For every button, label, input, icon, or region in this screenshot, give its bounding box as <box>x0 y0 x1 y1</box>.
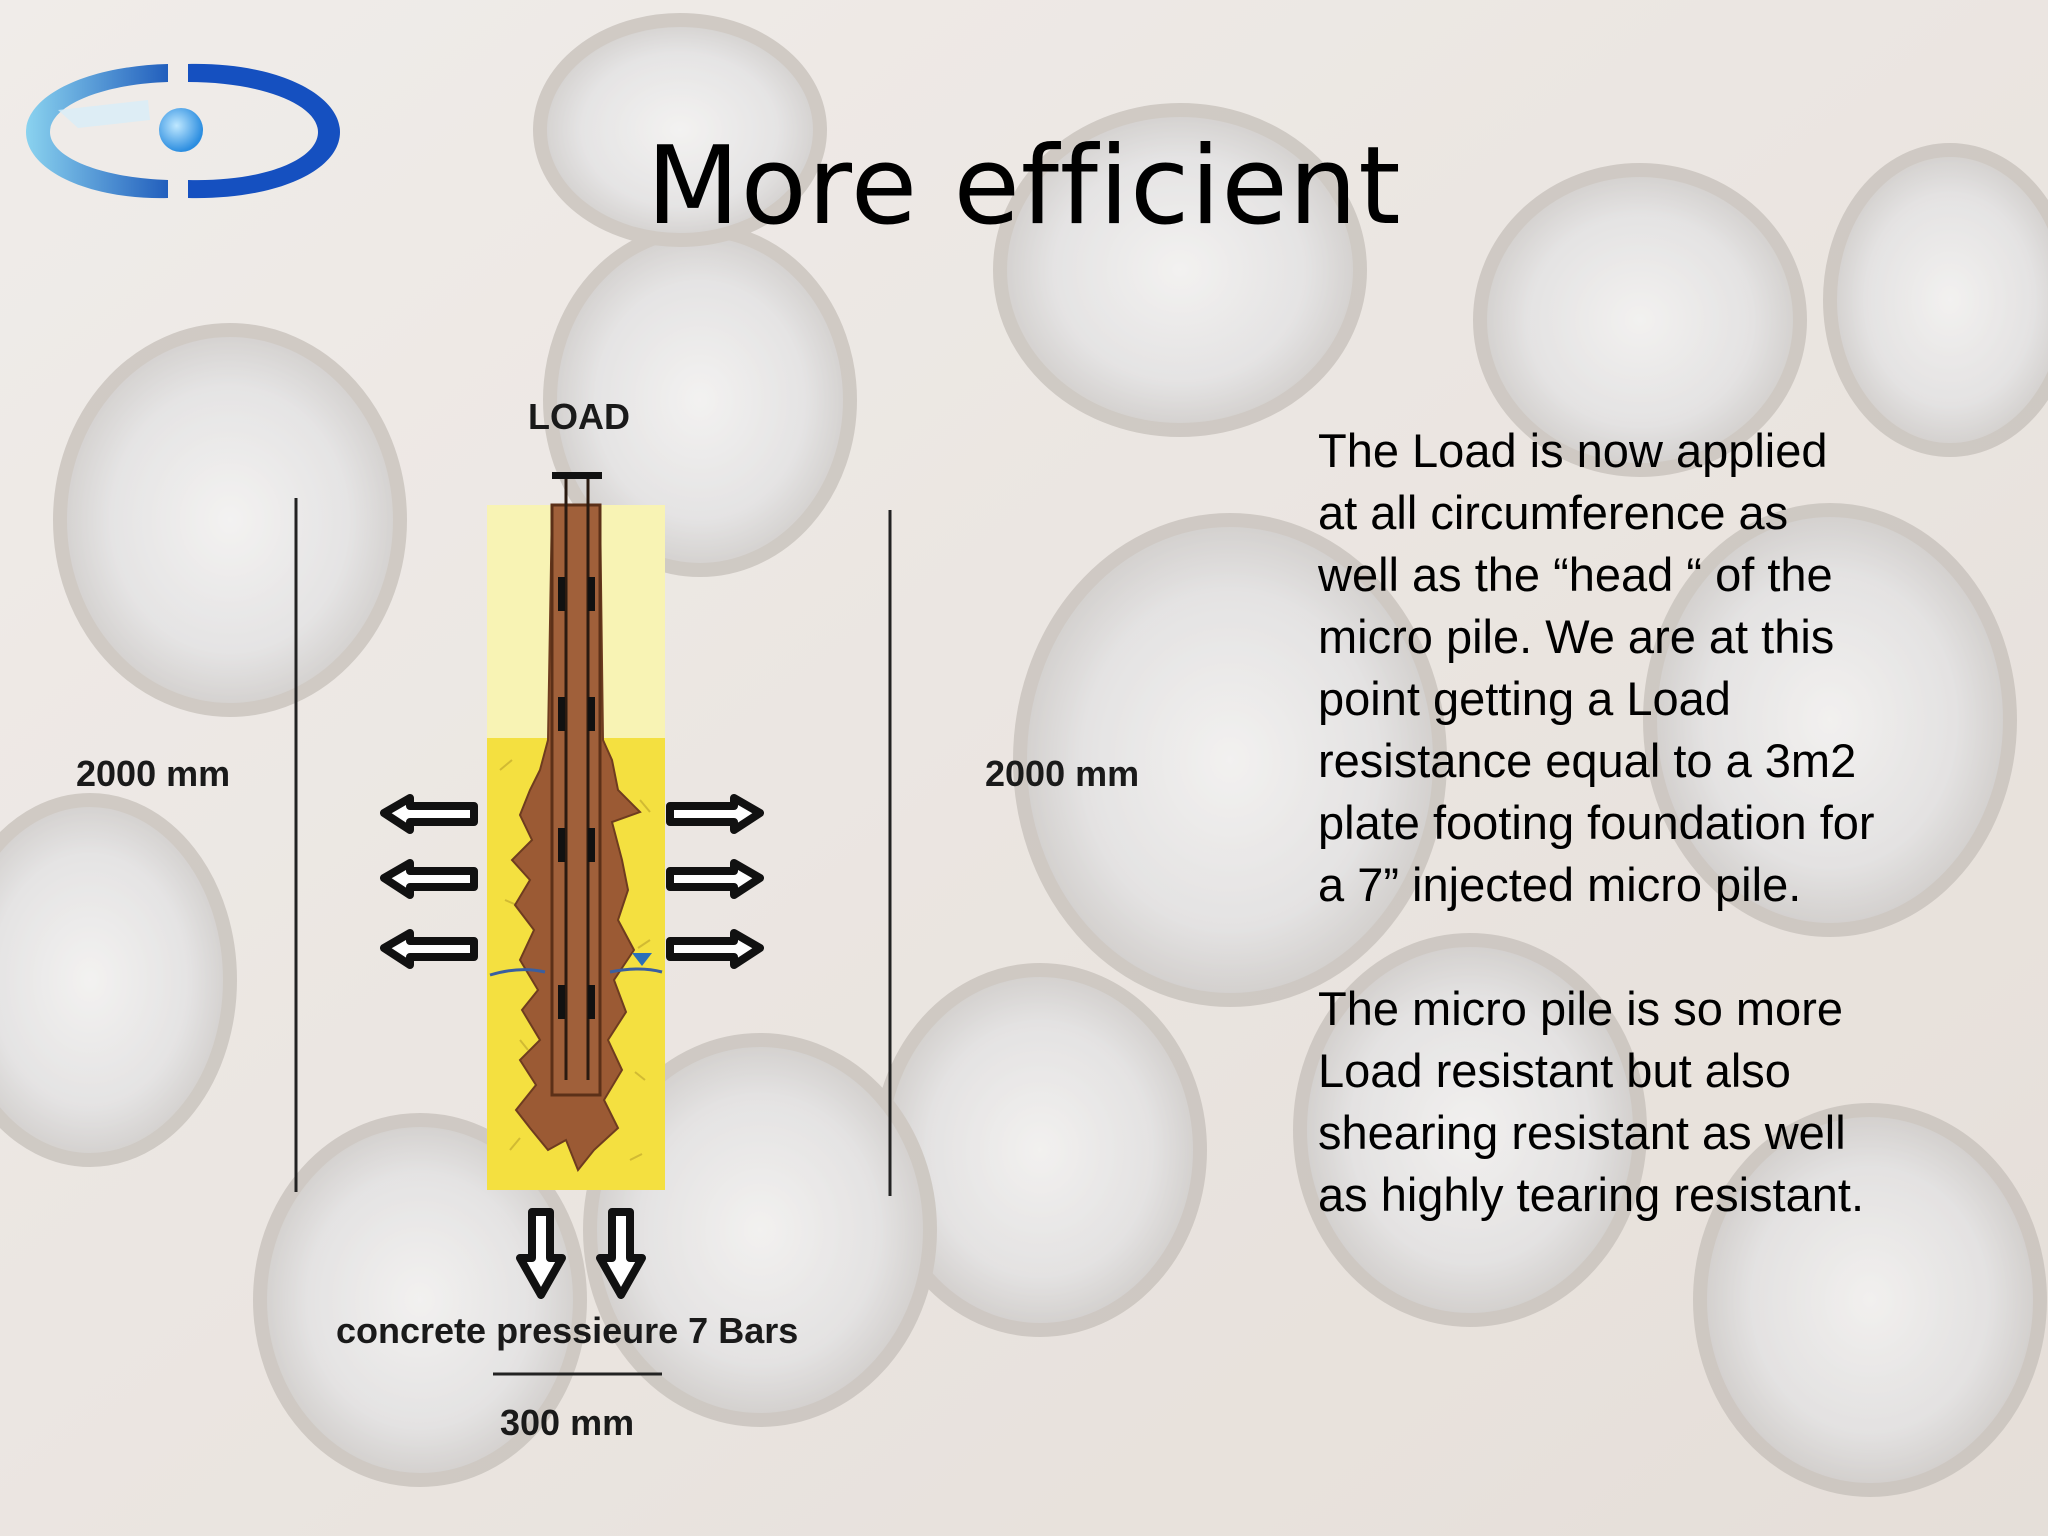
lateral-arrows-left <box>380 794 478 969</box>
water-table-line <box>489 967 663 977</box>
water-table-marker <box>632 953 652 966</box>
load-label: LOAD <box>528 396 630 437</box>
slide-title: More efficient <box>646 124 1402 249</box>
soil-cracks <box>499 759 651 1161</box>
downward-pressure-arrows <box>516 1208 646 1299</box>
explanation-text: The Load is now applied at all circumfer… <box>1318 420 2018 1226</box>
pressure-label: concrete pressieure 7 Bars <box>336 1310 799 1351</box>
company-logo <box>26 63 340 199</box>
paragraph-load-application: The Load is now applied at all circumfer… <box>1318 424 1875 911</box>
height-label-right: 2000 mm <box>985 753 1140 794</box>
height-label-left: 2000 mm <box>76 753 231 794</box>
width-label: 300 mm <box>500 1402 635 1443</box>
paragraph-resistance: The micro pile is so more Load resistant… <box>1318 982 1865 1221</box>
lateral-arrows-right <box>666 794 764 969</box>
load-plate <box>552 472 602 479</box>
pile-rod-couplers <box>558 577 595 1019</box>
